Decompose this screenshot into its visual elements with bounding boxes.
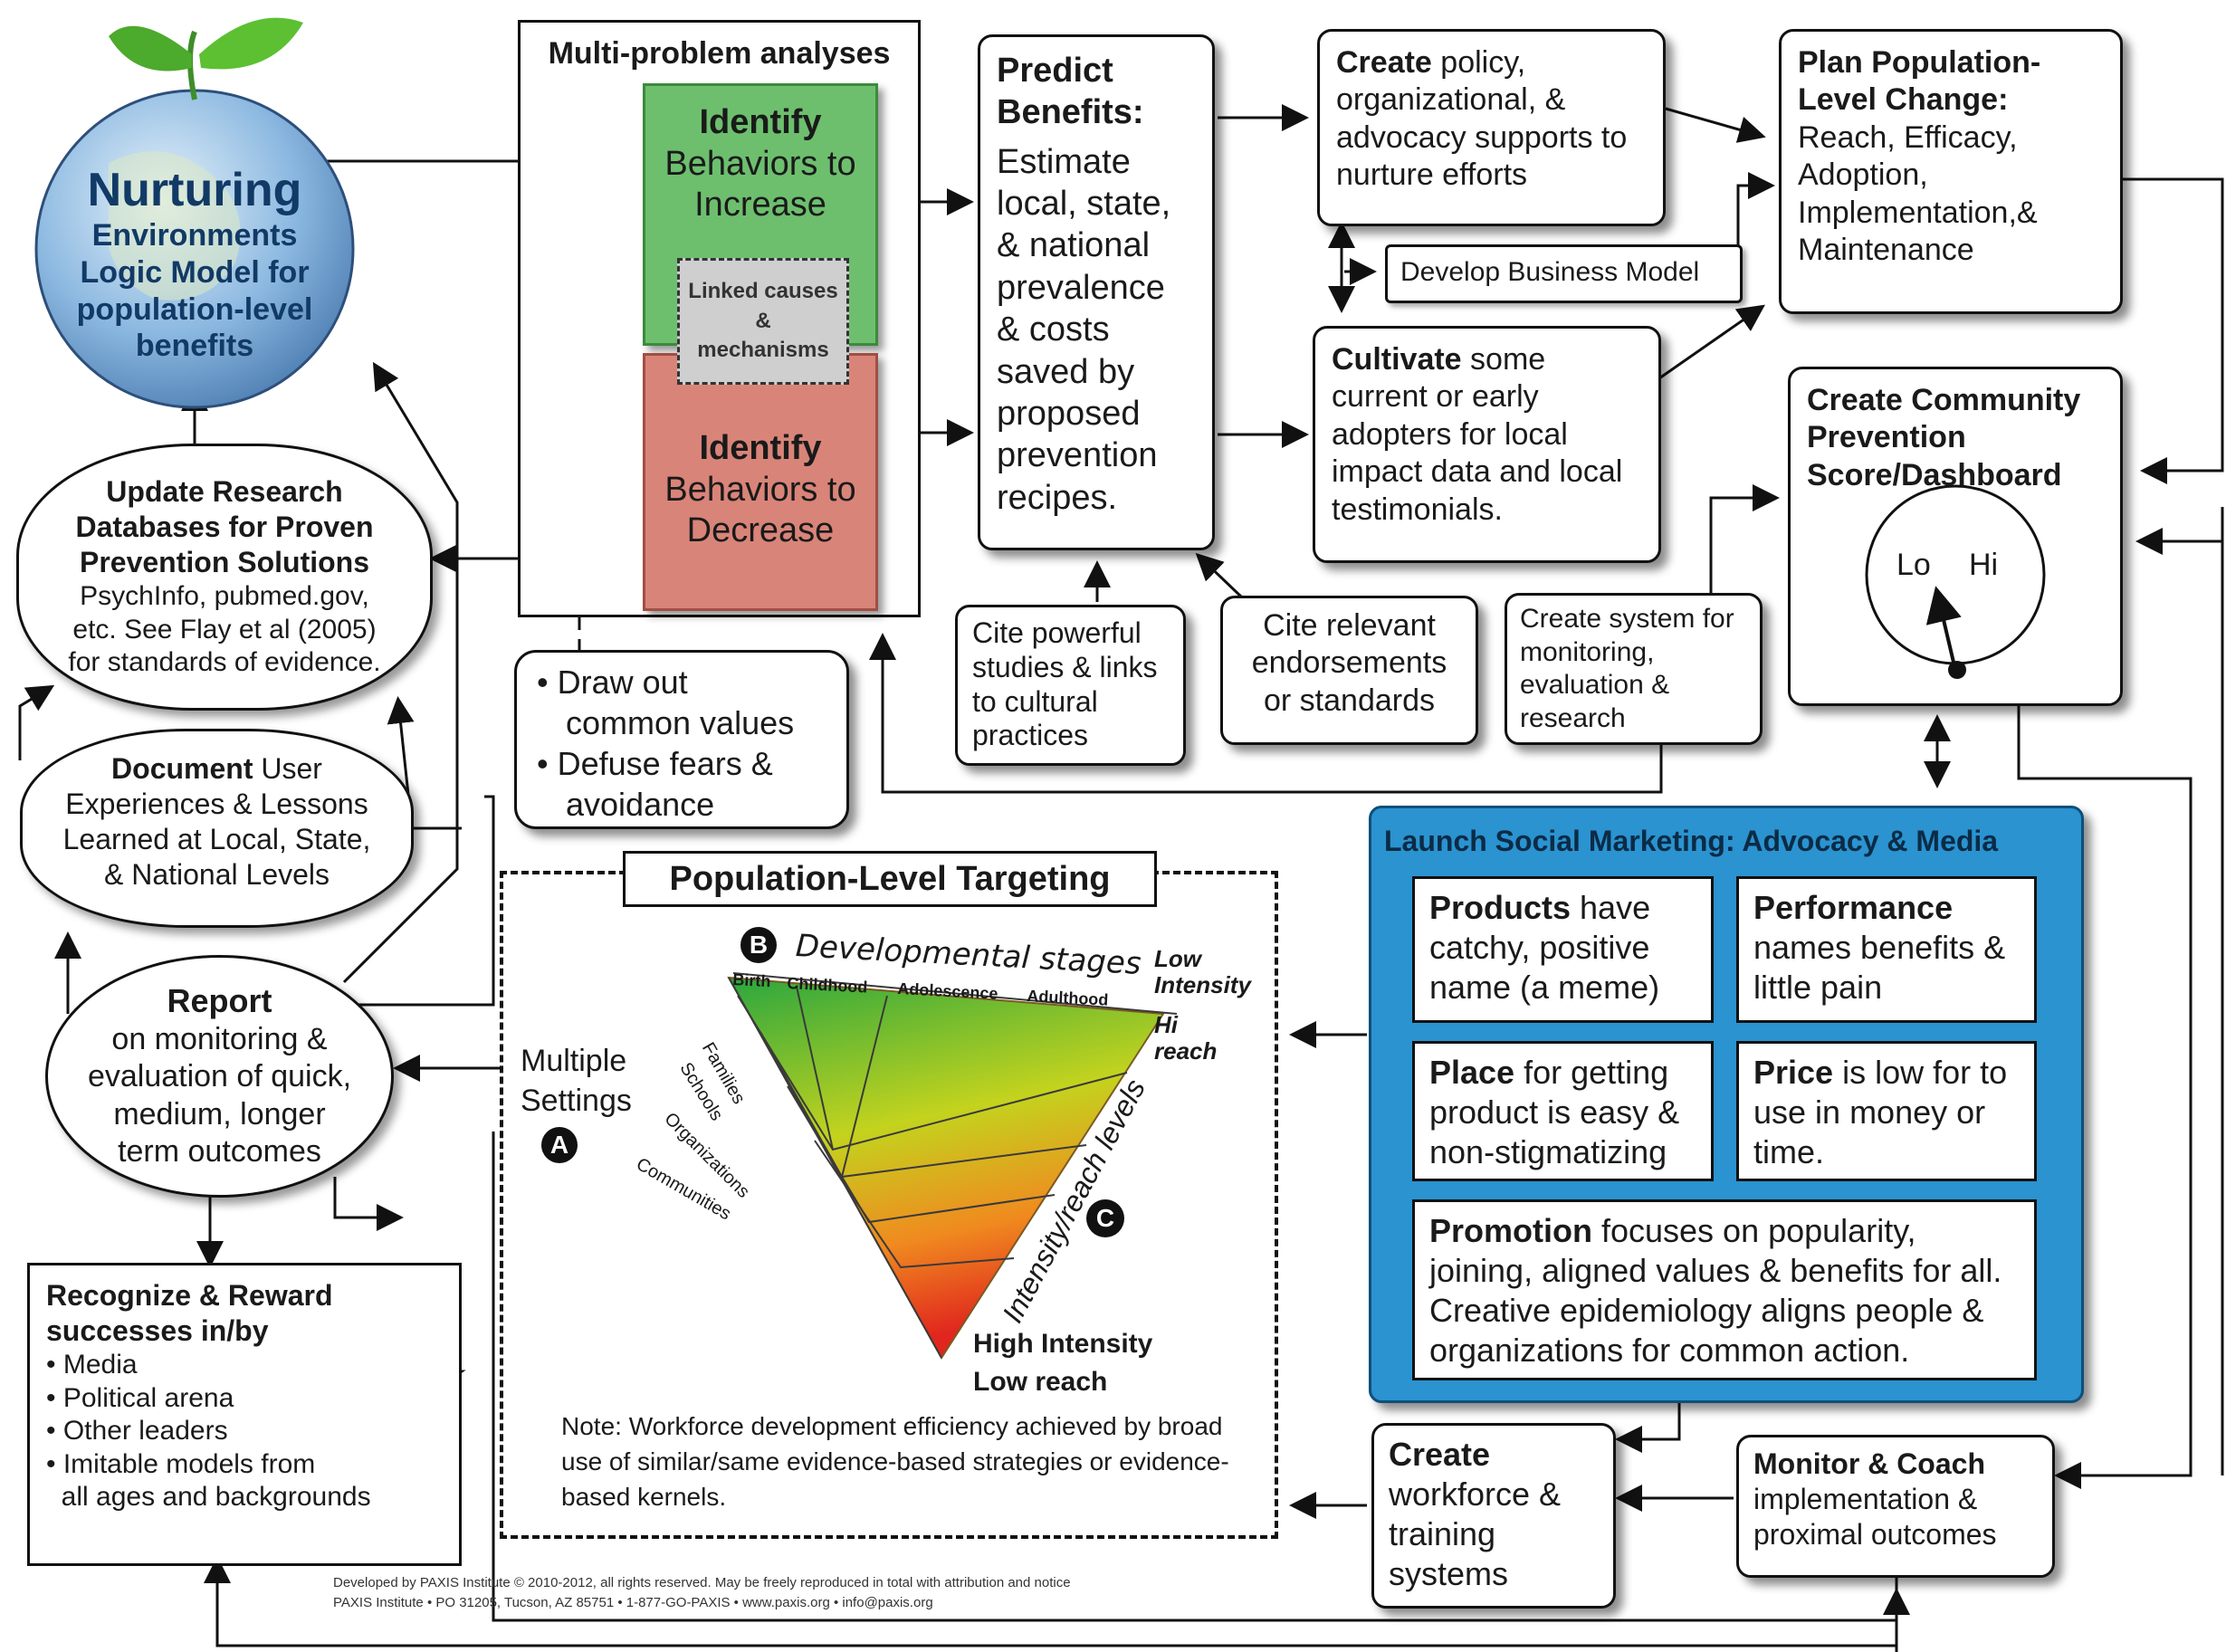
monitor-body: implementation & proximal outcomes xyxy=(1753,1483,1997,1552)
low-reach-label: Low reach xyxy=(973,1367,1108,1397)
promotion-bold: Promotion xyxy=(1429,1212,1592,1249)
business-model-box: Develop Business Model xyxy=(1385,244,1743,303)
draw-out-line: common values xyxy=(566,704,795,741)
report-oval: Report on monitoring & evaluation of qui… xyxy=(45,955,394,1198)
document-bold: Document xyxy=(111,752,253,785)
linked-causes-label: Linked causes & mechanisms xyxy=(688,279,838,363)
document-text: User Experiences & Lessons Learned at Lo… xyxy=(62,752,371,892)
cultivate-bold: Cultivate xyxy=(1332,342,1462,377)
recognize-item: • Other leaders xyxy=(46,1416,228,1447)
badge-b: B xyxy=(740,927,777,963)
dashboard-box: Create Community Prevention Score/Dashbo… xyxy=(1788,367,2123,706)
targeting-triangle xyxy=(303,484,2046,1463)
predict-benefits-box: Predict Benefits: Estimate local, state,… xyxy=(978,34,1215,550)
recognize-title: Recognize & Reward successes in/by xyxy=(46,1279,333,1348)
draw-out-box: • Draw out common values • Defuse fears … xyxy=(514,650,849,829)
footer-line2: PAXIS Institute • PO 31205, Tucson, AZ 8… xyxy=(333,1595,933,1610)
monitor-title: Monitor & Coach xyxy=(1753,1447,1985,1480)
targeting-title: Population-Level Targeting xyxy=(623,851,1157,907)
update-research-oval: Update Research Databases for Proven Pre… xyxy=(16,444,433,711)
monitor-box: Monitor & Coach implementation & proxima… xyxy=(1736,1435,2055,1578)
dashboard-title: Create Community Prevention Score/Dashbo… xyxy=(1807,383,2081,492)
draw-out-line: • Defuse fears & xyxy=(537,745,773,782)
social-marketing-title: Launch Social Marketing: Advocacy & Medi… xyxy=(1384,825,1999,857)
performance-box: Performance names benefits & little pain xyxy=(1736,876,2037,1023)
footer-line1: Developed by PAXIS Institute © 2010-2012… xyxy=(333,1575,1071,1590)
cite-endorse-box: Cite relevant endorsements or standards xyxy=(1220,596,1478,745)
linked-causes-box: Linked causes & mechanisms xyxy=(677,258,849,385)
promotion-box: Promotion focuses on popularity, joining… xyxy=(1412,1199,2037,1380)
cite-studies-label: Cite powerful studies & links to cultura… xyxy=(972,616,1158,752)
price-box: Price is low for to use in money or time… xyxy=(1736,1041,2037,1181)
plan-title: Plan Population-Level Change: xyxy=(1798,45,2041,118)
document-oval: Document User Experiences & Lessons Lear… xyxy=(20,729,414,928)
workforce-text: workforce & training systems xyxy=(1389,1475,1562,1592)
recognize-item: • Political arena xyxy=(46,1382,234,1413)
identify-decrease-box: Identify Behaviors to Decrease xyxy=(643,353,878,611)
place-box: Place for getting product is easy & non-… xyxy=(1412,1041,1714,1181)
predict-body: Estimate local, state, & national preval… xyxy=(997,142,1171,517)
create-policy-text: policy, organizational, & advocacy suppo… xyxy=(1336,45,1628,193)
cite-endorse-label: Cite relevant endorsements or standards xyxy=(1251,608,1447,718)
draw-out-line: avoidance xyxy=(566,786,715,823)
cultivate-box: Cultivate some current or early adopters… xyxy=(1313,326,1661,563)
performance-text: names benefits & little pain xyxy=(1753,928,2006,1006)
identify-increase-bold: Identify xyxy=(699,103,822,141)
hi-reach-label: Hi reach xyxy=(1154,1011,1218,1065)
products-box: Products have catchy, positive name (a m… xyxy=(1412,876,1714,1023)
multiple-settings-label: Multiple Settings xyxy=(521,1044,632,1119)
create-policy-bold: Create xyxy=(1336,45,1432,80)
draw-out-line: • Draw out xyxy=(537,664,688,701)
recognize-item: • Imitable models from xyxy=(46,1448,316,1479)
products-text: have catchy, positive name (a meme) xyxy=(1429,889,1660,1006)
cite-studies-box: Cite powerful studies & links to cultura… xyxy=(955,605,1186,766)
workforce-bold: Create xyxy=(1389,1436,1491,1473)
cultivate-text: some current or early adopters for local… xyxy=(1332,342,1623,527)
low-intensity-label: Low Intensity xyxy=(1154,945,1251,998)
globe-subtitle: Environments Logic Model for population-… xyxy=(76,218,313,364)
report-body: on monitoring & evaluation of quick, med… xyxy=(87,1022,352,1170)
workforce-box: Create workforce & training systems xyxy=(1371,1423,1616,1609)
dashboard-lo-label: Lo xyxy=(1896,548,1931,582)
recognize-item: all ages and backgrounds xyxy=(46,1482,371,1513)
update-research-title: Update Research Databases for Proven Pre… xyxy=(75,475,374,579)
update-research-body: PsychInfo, pubmed.gov, etc. See Flay et … xyxy=(68,581,381,678)
badge-a: A xyxy=(541,1127,578,1163)
stage-label: Birth xyxy=(731,970,771,991)
high-intensity-label: High Intensity xyxy=(973,1329,1153,1359)
report-title: Report xyxy=(167,982,272,1020)
predict-title: Predict Benefits: xyxy=(997,52,1144,132)
create-system-label: Create system for monitoring, evaluation… xyxy=(1520,604,1734,733)
price-bold: Price xyxy=(1753,1054,1834,1091)
badge-c: C xyxy=(1086,1199,1124,1237)
identify-decrease-text: Behaviors to Decrease xyxy=(664,470,856,550)
create-policy-box: Create policy, organizational, & advocac… xyxy=(1317,29,1666,226)
promotion-text: focuses on popularity, joining, aligned … xyxy=(1429,1212,2002,1369)
business-model-label: Develop Business Model xyxy=(1400,257,1700,287)
globe-title: Nurturing xyxy=(87,164,302,216)
place-text: for getting product is easy & non-stigma… xyxy=(1429,1054,1680,1170)
place-bold: Place xyxy=(1429,1054,1515,1091)
targeting-note: Note: Workforce development efficiency a… xyxy=(561,1412,1229,1512)
identify-increase-text: Behaviors to Increase xyxy=(664,144,856,224)
products-bold: Products xyxy=(1429,889,1572,926)
identify-decrease-bold: Identify xyxy=(699,429,822,467)
recognize-item: • Media xyxy=(46,1350,138,1380)
price-text: is low for to use in money or time. xyxy=(1753,1054,2008,1170)
performance-bold: Performance xyxy=(1753,889,1954,926)
dashboard-hi-label: Hi xyxy=(1969,548,1999,582)
multi-problem-header: Multi-problem analyses xyxy=(548,36,891,71)
plan-body: Reach, Efficacy, Adoption, Implementatio… xyxy=(1798,119,2038,268)
plan-population-box: Plan Population-Level Change: Reach, Eff… xyxy=(1779,29,2123,314)
create-system-box: Create system for monitoring, evaluation… xyxy=(1505,593,1763,745)
recognize-box: Recognize & Reward successes in/by • Med… xyxy=(27,1263,462,1566)
